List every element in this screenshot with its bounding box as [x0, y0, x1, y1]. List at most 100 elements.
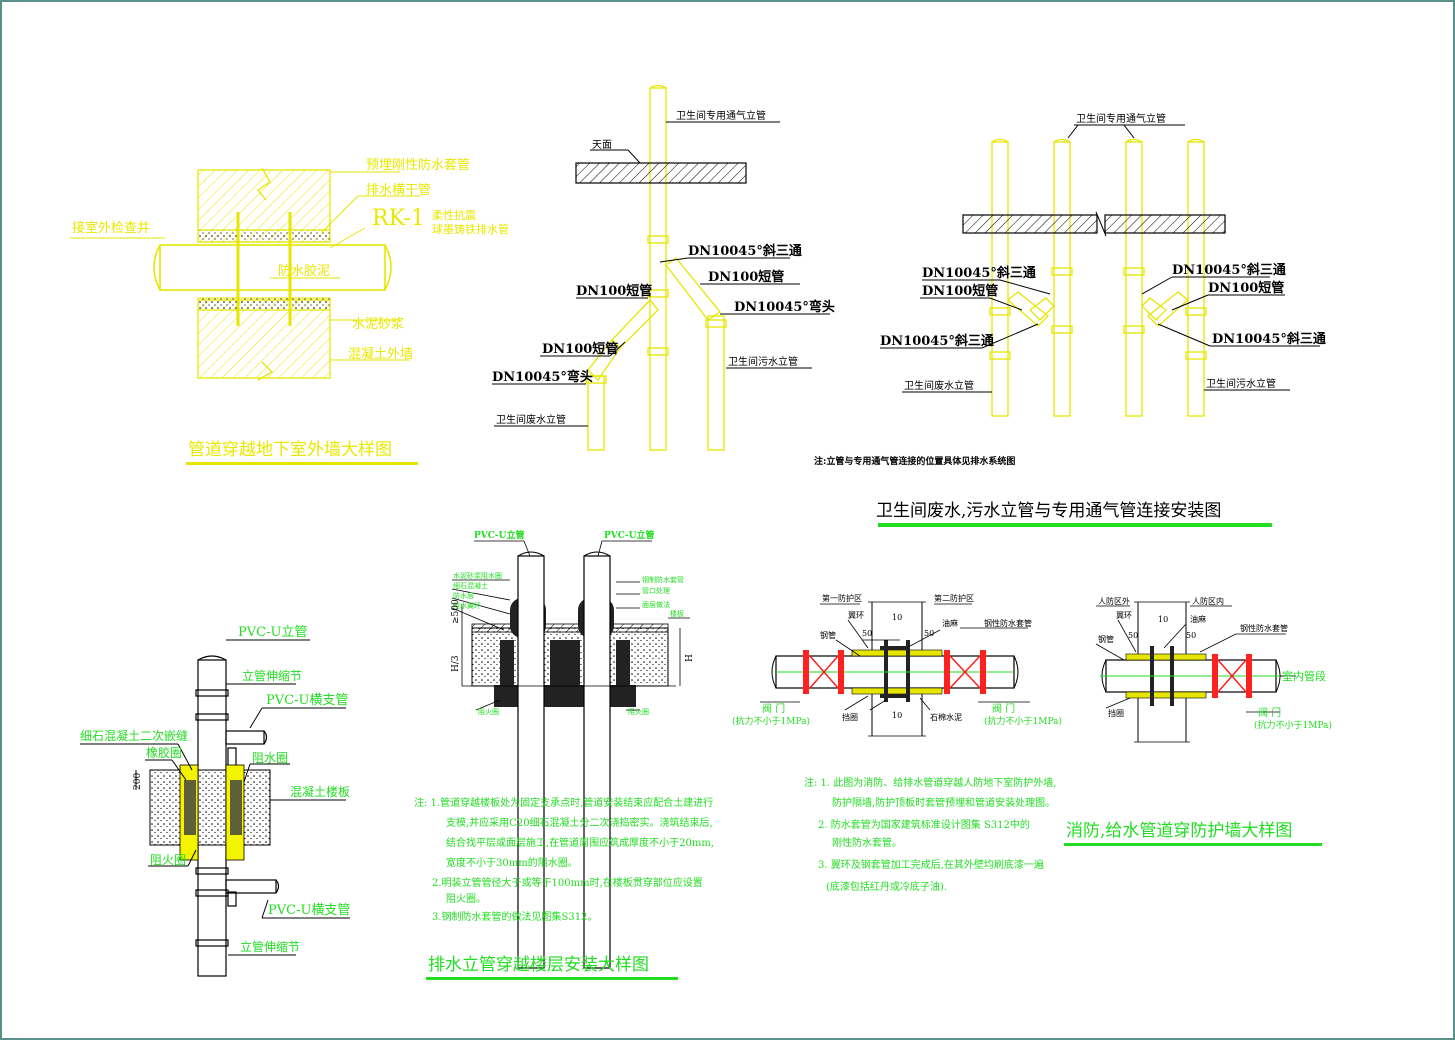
label-fire: 阻火圈 [478, 707, 499, 716]
label-plate-r: 钢性防水套管 [1240, 623, 1288, 633]
floor-left-slab [149, 764, 271, 861]
civil-right-texts: 人防区外 人防区内 翼环 钢管 50 10 50 油麻 钢性防水套管 室内管段 … [1064, 596, 1332, 846]
label-steel-r: 钢管 [1098, 634, 1114, 644]
label-l1: 水泥砂浆阻水圈 [453, 571, 502, 580]
wall-detail-texts: 预埋刚性防水套管 排水横干管 RK-1 柔性抗震 球墨铸铁排水管 接室外检查井 … [72, 157, 509, 465]
label-outside: 人防区外 [1098, 596, 1130, 606]
note-line-4: 宽度不小于30mm的阻水圈。 [446, 856, 578, 869]
civil-right-title: 消防,给水管道穿防护墙大样图 [1066, 821, 1292, 841]
floor-mid-texts: PVC-U立管 PVC-U立管 水泥砂浆阻水圈 细石混凝土 防水层 阻水翼环 钢… [414, 529, 714, 980]
civil-note-3: 2. 防水套管为国家建筑标准设计图集 S312中的 [818, 818, 1030, 831]
label-tee-l2: DN10045°斜三通 [880, 333, 994, 349]
label-valve-cr: 阀 门 [1258, 706, 1281, 719]
title-underline [878, 523, 1272, 527]
label-d50a: 50 [862, 629, 872, 638]
vent-right-leaders [880, 124, 1320, 393]
label-dim2: H/3 [451, 655, 461, 672]
label-rk1-desc2: 球墨铸铁排水管 [432, 222, 509, 236]
label-d50a-r: 50 [1128, 631, 1138, 640]
label-l3: 防水层 [453, 591, 474, 600]
label-short1-l: DN100短管 [708, 269, 784, 285]
label-sleeve: 预埋刚性防水套管 [366, 157, 470, 173]
label-roof: 天面 [592, 140, 612, 151]
floor-mid-drawing [461, 551, 681, 969]
note-line-5: 2.明装立管管径大于或等于100mm时,在楼板贯穿部位应设置 [432, 876, 703, 889]
label-sewage-r: 卫生间污水立管 [1206, 377, 1276, 390]
label-waste-r: 卫生间废水立管 [904, 379, 974, 392]
title-underline [1064, 843, 1322, 846]
label-slab: 混凝土楼板 [290, 784, 350, 799]
note-line-3: 结合找平层或面层施工,在管道周围应筑成厚度不小于20mm, [446, 836, 714, 849]
civil-right-drawing [1100, 601, 1290, 743]
label-expansion1: 立管伸缩节 [242, 668, 302, 683]
title-underline [186, 462, 418, 465]
label-zone1: 第一防护区 [822, 593, 862, 603]
label-valve-l: 阀 门 [762, 702, 785, 715]
label-seal-r: 挡圈 [1108, 708, 1124, 718]
label-pvc-branch1: PVC-U横支管 [266, 693, 348, 708]
label-pvc1: PVC-U立管 [474, 529, 525, 541]
label-tee-l1: DN10045°斜三通 [922, 265, 1036, 281]
vent-right-slab [962, 211, 1226, 237]
label-pvc-stack: PVC-U立管 [238, 625, 307, 640]
label-rk1: RK-1 [372, 206, 425, 231]
civil-note-5: 3. 翼环及钢套管加工完成后,在其外壁均刷底漆一遍 [818, 858, 1044, 871]
vent-right-note: 注:立管与专用通气管连接的位置具体见排水系统图 [814, 455, 1015, 467]
civil-note-6: (底漆包括红丹或冷底子油). [826, 880, 947, 893]
wall-penetration-detail [70, 167, 420, 381]
label-pvc2: PVC-U立管 [604, 529, 655, 541]
label-vent-stack-l: 卫生间专用通气立管 [676, 109, 766, 122]
label-tee-r1: DN10045°斜三通 [1172, 262, 1286, 278]
label-r4: 楼板 [670, 609, 684, 618]
civil-right-leaders [1095, 605, 1296, 713]
label-r2: 管口处理 [642, 586, 670, 595]
label-wing-l: 翼环 [848, 611, 864, 620]
label-short-l: DN100短管 [922, 283, 998, 299]
label-pvc-branch2: PVC-U横支管 [268, 903, 350, 918]
label-valve-l2: (抗力不小于1MPa) [732, 715, 810, 727]
label-fine-concrete: 细石混凝土二次嵌缝 [80, 728, 188, 743]
label-to-well: 接室外检查井 [72, 220, 150, 236]
label-tee45-l: DN10045°斜三通 [688, 243, 802, 259]
label-short2-l: DN100短管 [576, 283, 652, 299]
label-valve-cr2: (抗力不小于1MPa) [1254, 719, 1332, 731]
note-line-1: 注: 1.管道穿越楼板处为固定支承点时,管道安装结束应配合土建进行 [414, 796, 713, 809]
label-dim1: ≥500 [451, 599, 461, 624]
civil-note-4: 刚性防水套管。 [832, 836, 902, 849]
label-short-r: DN100短管 [1208, 280, 1284, 296]
label-dim200: 200 [133, 773, 143, 790]
title-underline [426, 977, 678, 980]
label-indoor: 室内管段 [1282, 669, 1326, 683]
vent-left-leaders [492, 121, 830, 427]
note-line-7: 3.钢制防水套管的做法见图集S312。 [432, 910, 597, 923]
label-expansion2: 立管伸缩节 [240, 939, 300, 954]
label-steel-l: 钢管 [820, 630, 836, 640]
label-short3-l: DN100短管 [542, 341, 618, 357]
civil-left-leaders [760, 603, 1030, 711]
label-rubber-ring: 橡胶圈 [146, 745, 182, 760]
label-l2: 细石混凝土 [453, 581, 488, 590]
civil-left-drawing [771, 601, 1019, 737]
wall-detail-title: 管道穿越地下室外墙大样图 [188, 440, 392, 460]
label-mortar: 水泥砂浆 [352, 317, 404, 332]
note-line-6: 阻火圈。 [446, 893, 486, 905]
label-zone2: 第二防护区 [934, 593, 974, 603]
label-drain-main: 排水横干管 [366, 183, 431, 198]
note-line-2: 支模,并应采用C20细石混凝土分二次浇捣密实。浇筑结束后, [446, 816, 713, 829]
label-r1: 钢制防水套管 [642, 575, 684, 584]
civil-left-texts: 第一防护区 第二防护区 翼环 钢管 50 10 50 油麻 钢性防水套管 阀 门… [732, 593, 1062, 893]
label-tee-r2: DN10045°斜三通 [1212, 331, 1326, 347]
label-sewage-l: 卫生间污水立管 [728, 355, 798, 368]
civil-note-2: 防护隔墙,防护顶板时套管预埋和管道安装处理图。 [832, 796, 1055, 809]
vent-left-texts: 卫生间专用通气立管 天面 DN10045°斜三通 DN100短管 DN100短管… [492, 109, 835, 426]
label-fill-r: 油麻 [1190, 614, 1206, 624]
vent-left-roof-slab [575, 162, 747, 184]
label-elbow2-l: DN10045°弯头 [492, 369, 593, 385]
label-waste-l: 卫生间废水立管 [496, 413, 566, 426]
label-valve-r: 阀 门 [992, 702, 1015, 715]
label-fill-l: 油麻 [942, 618, 958, 628]
label-d50b: 50 [924, 629, 934, 638]
floor-left-leaders [80, 639, 350, 956]
